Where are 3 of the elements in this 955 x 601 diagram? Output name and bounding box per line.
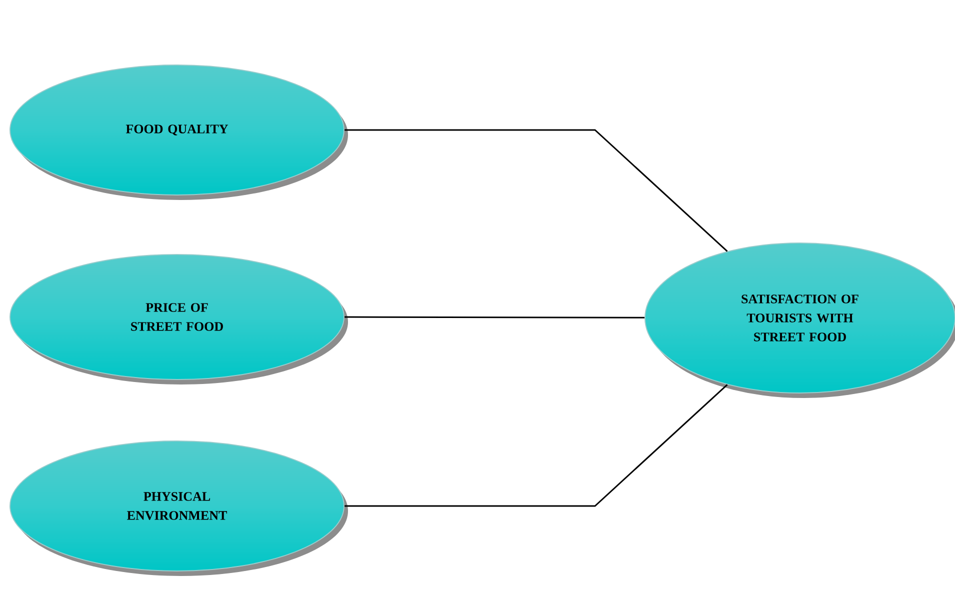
connector-line [344,384,728,507]
connector-line [344,316,645,318]
connector-line [344,129,728,252]
